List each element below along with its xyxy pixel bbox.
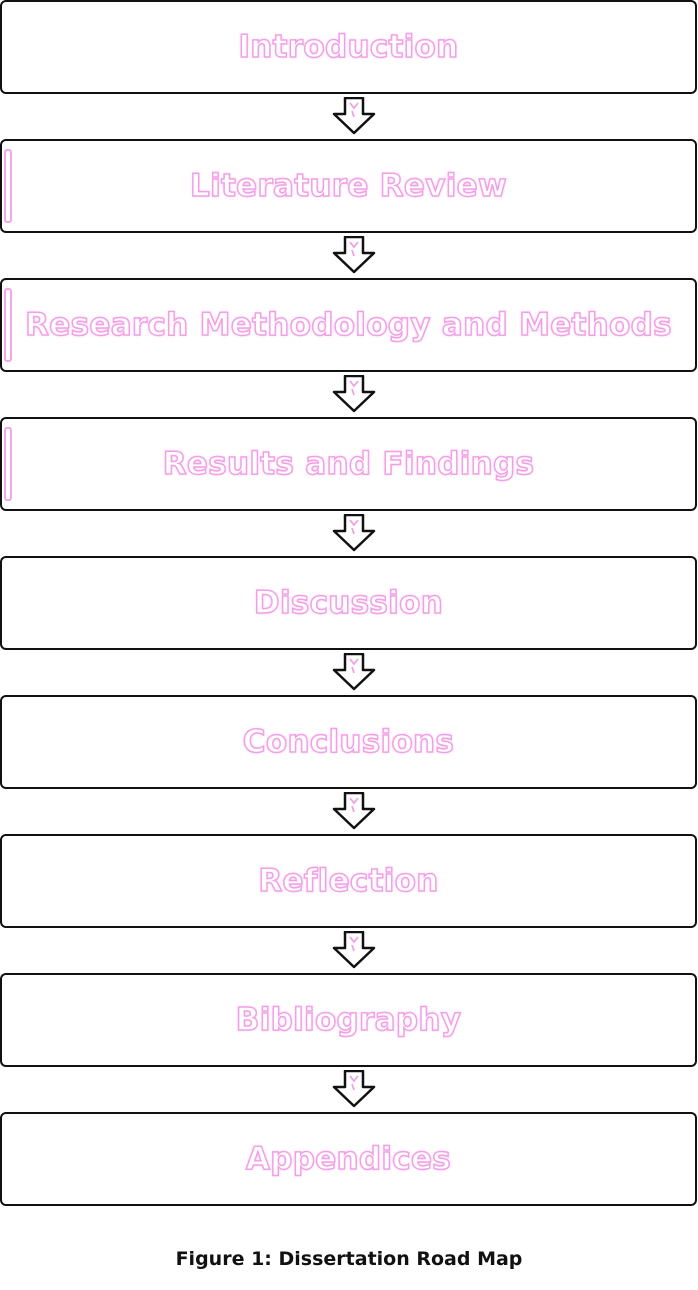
step-label: Results and Findings [162,445,535,483]
step-research-methodology: Research Methodology and Methods [0,278,697,372]
step-label: Research Methodology and Methods [24,306,672,344]
down-arrow-icon [332,931,376,969]
down-arrow-icon [332,375,376,413]
step-label: Literature Review [189,167,507,205]
step-label: Bibliography [235,1001,462,1039]
step-literature-review: Literature Review [0,139,697,233]
down-arrow-icon [332,653,376,691]
step-label: Conclusions [242,723,455,761]
down-arrow-icon [332,792,376,830]
step-label: Introduction [238,28,459,66]
step-results-and-findings: Results and Findings [0,417,697,511]
figure-caption: Figure 1: Dissertation Road Map [175,1248,523,1270]
step-bibliography: Bibliography [0,973,697,1067]
down-arrow-icon [332,1070,376,1108]
step-introduction: Introduction [0,0,697,94]
step-label: Appendices [245,1140,452,1178]
step-label: Reflection [258,862,439,900]
down-arrow-icon [332,514,376,552]
down-arrow-icon [332,236,376,274]
step-reflection: Reflection [0,834,697,928]
step-label: Discussion [253,584,444,622]
step-appendices: Appendices [0,1112,697,1206]
down-arrow-icon [332,97,376,135]
step-conclusions: Conclusions [0,695,697,789]
step-discussion: Discussion [0,556,697,650]
